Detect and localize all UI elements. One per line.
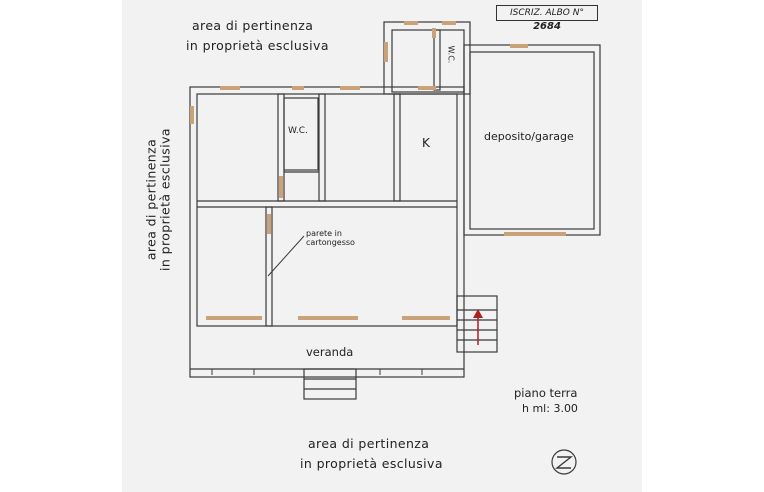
floor-plan-sheet: ISCRIZ. ALBO N° 2684 area di pertinenza … [122, 0, 642, 492]
north-symbol [551, 449, 577, 475]
floor-plan-drawing [189, 21, 601, 475]
annex-inner [391, 29, 465, 93]
room-kitchen-label: K [422, 136, 430, 150]
bottom-note-line2: in proprietà esclusiva [300, 456, 443, 471]
window-9 [206, 316, 262, 320]
windows [190, 21, 566, 320]
stair-block [456, 295, 498, 353]
window-1 [220, 86, 240, 90]
main-inner-wall [196, 93, 458, 327]
window-16 [432, 28, 436, 38]
floor-height: h ml: 3.00 [522, 402, 578, 415]
main-outer-wall [189, 86, 465, 378]
north-circle [551, 449, 577, 475]
window-6 [442, 21, 456, 25]
veranda-posts [211, 369, 423, 375]
registration-stamp: ISCRIZ. ALBO N° 2684 [496, 5, 598, 32]
wc-box [283, 97, 319, 171]
room-veranda-label: veranda [306, 345, 354, 359]
room-garage-label: deposito/garage [484, 130, 574, 143]
partition-v3 [393, 93, 401, 202]
garage-outer [463, 44, 601, 236]
window-3 [340, 86, 360, 90]
window-5 [404, 21, 418, 25]
window-15 [267, 214, 271, 234]
window-4 [418, 86, 436, 90]
partition-v4 [265, 206, 273, 327]
partition-leader-line [267, 235, 305, 277]
top-note-line1: area di pertinenza [192, 18, 314, 33]
annex-outer [383, 21, 471, 95]
front-steps [303, 368, 357, 400]
window-8 [190, 106, 194, 124]
north-z-glyph [554, 456, 574, 469]
walls [189, 21, 601, 400]
window-13 [384, 42, 388, 62]
annex-partition [433, 29, 441, 91]
partition-v2 [318, 93, 326, 202]
window-10 [298, 316, 358, 320]
window-7 [510, 44, 528, 48]
window-2 [292, 86, 304, 90]
partition-note-line1: parete in [306, 229, 342, 238]
garage-inner [469, 51, 595, 230]
top-note-line2: in proprietà esclusiva [186, 38, 329, 53]
floor-name: piano terra [514, 386, 578, 400]
stair-arrow-head [473, 309, 483, 318]
room-wc-left-label: W.C. [288, 126, 308, 136]
window-14 [279, 176, 283, 198]
stamp-number: 2684 [533, 21, 561, 32]
stamp-prefix: ISCRIZ. ALBO N° [510, 8, 584, 18]
partition-note-line2: cartongesso [306, 238, 355, 247]
window-11 [402, 316, 450, 320]
bottom-note-line1: area di pertinenza [308, 436, 430, 451]
window-12 [504, 232, 566, 236]
